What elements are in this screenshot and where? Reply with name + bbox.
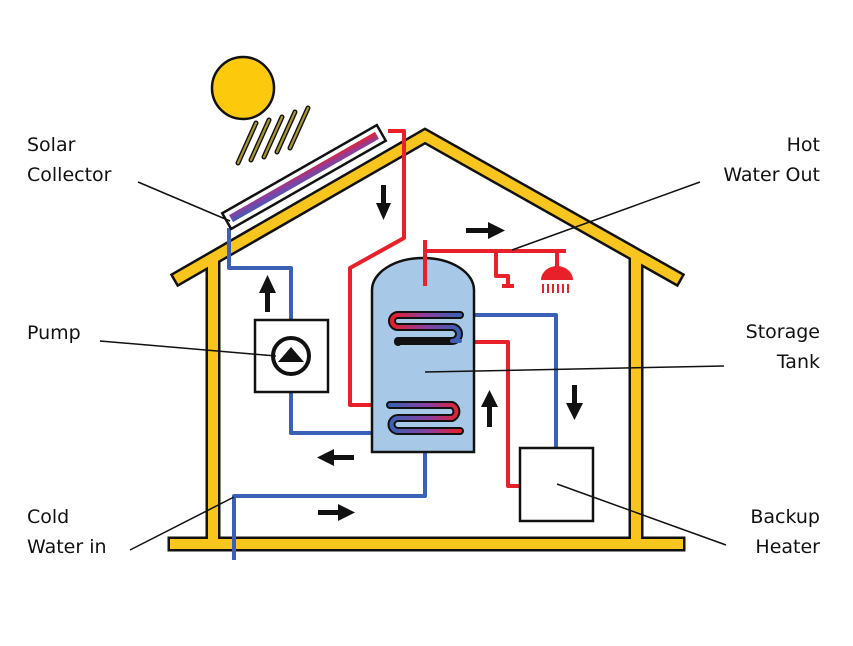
hot-pipes [348, 129, 566, 488]
house-frame [167, 127, 686, 552]
flow-arrow-icon [259, 185, 583, 521]
cold-pipes [227, 228, 558, 560]
backup-heater-box [518, 446, 595, 523]
label-storage-tank: Storage Tank [745, 321, 820, 373]
sun-rays-fill [236, 106, 310, 165]
arrow-right-top [466, 222, 505, 239]
solar-collector-panel [220, 123, 388, 231]
label-solar-collector: Solar Collector [27, 134, 112, 186]
sun-icon [210, 55, 276, 121]
label-hot-water-out: Hot Water Out [723, 134, 820, 186]
leader-lines [99, 181, 727, 551]
bottom-coil-fill [388, 403, 462, 433]
label-pump: Pump [27, 322, 81, 344]
storage-tank [370, 256, 476, 454]
arrow-up-tank [481, 390, 498, 427]
arrow-down-collector [376, 185, 391, 220]
pump-icon [253, 318, 330, 394]
label-backup-heater: Backup Heater [750, 506, 820, 558]
arrow-up-pump [259, 275, 276, 312]
label-cold-water-in: Cold Water in [27, 506, 107, 558]
top-coil-fill [390, 313, 462, 343]
shower-head-icon [541, 251, 573, 293]
arrow-right-bottom [318, 504, 355, 521]
arrow-down-heater [566, 385, 583, 420]
arrow-left-bottom [317, 449, 354, 466]
